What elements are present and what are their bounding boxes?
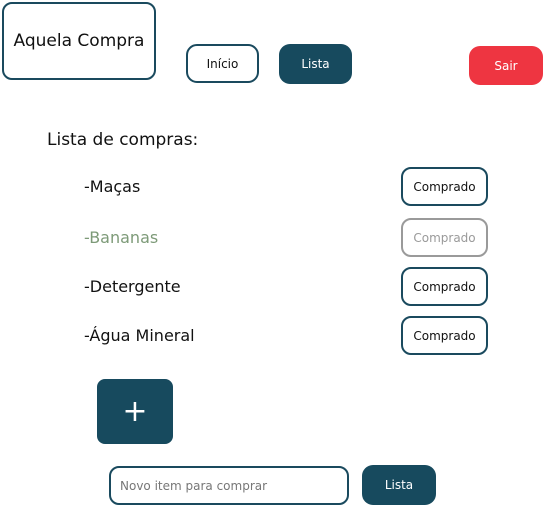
list-item-label: -Detergente [84, 277, 181, 296]
add-to-list-button[interactable]: Lista [362, 465, 436, 505]
list-item-label: -Maças [84, 177, 141, 196]
list-item-label: -Água Mineral [84, 326, 195, 345]
list-item-label: -Bananas [84, 228, 159, 247]
lista-button[interactable]: Lista [279, 44, 352, 84]
list-title: Lista de compras: [47, 130, 199, 150]
sair-button[interactable]: Sair [469, 46, 543, 85]
add-item-button[interactable]: + [97, 379, 173, 444]
comprado-button[interactable]: Comprado [401, 316, 488, 355]
comprado-button[interactable]: Comprado [401, 267, 488, 306]
comprado-button[interactable]: Comprado [401, 167, 488, 206]
plus-icon: + [122, 393, 148, 429]
comprado-button: Comprado [401, 218, 488, 257]
new-item-input[interactable] [109, 466, 349, 505]
app-logo: Aquela Compra [2, 2, 156, 80]
inicio-button[interactable]: Início [186, 44, 259, 83]
